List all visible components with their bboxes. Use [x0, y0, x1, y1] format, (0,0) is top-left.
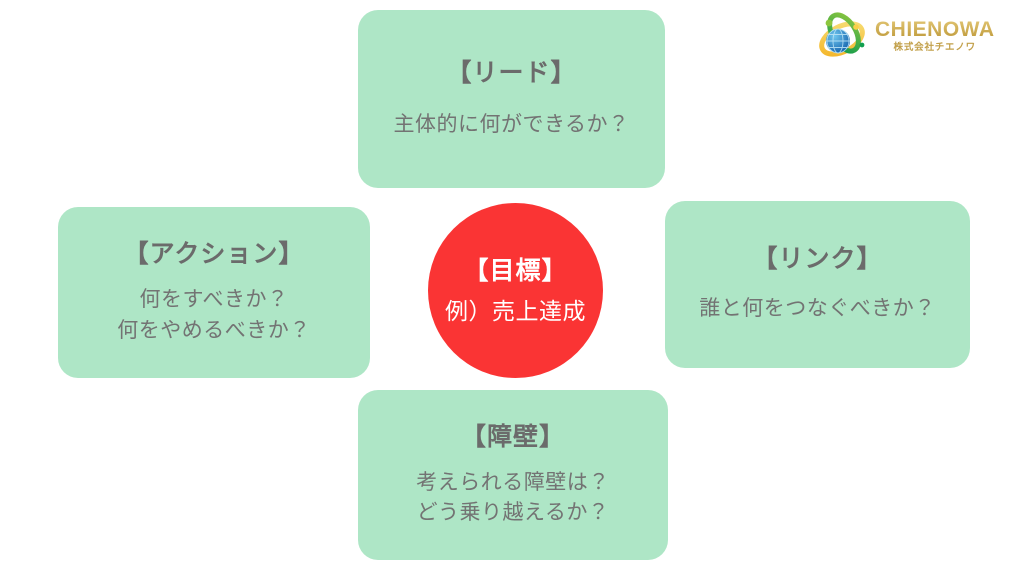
- logo-company-subtitle: 株式会社チエノワ: [893, 42, 976, 54]
- card-link-title: 【リンク】: [752, 245, 883, 274]
- card-lead: 【リード】 主体的に何ができるか？: [358, 10, 665, 188]
- card-action-line-1: 何をすべきか？: [139, 288, 289, 312]
- card-lead-body: 主体的に何ができるか？: [393, 110, 629, 140]
- card-lead-title: 【リード】: [446, 58, 577, 87]
- goal-circle: 【目標】 例）売上達成: [428, 203, 603, 378]
- card-link: 【リンク】 誰と何をつなぐべきか？: [665, 201, 970, 368]
- card-action: 【アクション】 何をすべきか？ 何をやめるべきか？: [58, 207, 370, 378]
- card-action-line-2: 何をやめるべきか？: [117, 318, 311, 342]
- card-lead-line-1: 主体的に何ができるか？: [393, 112, 630, 136]
- card-link-body: 誰と何をつなぐべきか？: [699, 294, 936, 324]
- goal-example: 例）売上達成: [445, 297, 586, 324]
- card-barrier-line-2: どう乗り越えるか？: [416, 501, 610, 524]
- company-logo: CHIENOWA 株式会社チエノワ: [815, 8, 1010, 64]
- card-link-line-1: 誰と何をつなぐべきか？: [699, 297, 936, 321]
- logo-wordmark: CHIENOWA 株式会社チエノワ: [875, 19, 995, 53]
- card-barrier: 【障壁】 考えられる障壁は？ どう乗り越えるか？: [358, 390, 668, 560]
- card-barrier-title: 【障壁】: [460, 422, 565, 451]
- goal-title: 【目標】: [463, 256, 568, 285]
- card-barrier-line-1: 考えられる障壁は？: [416, 470, 610, 494]
- card-action-title: 【アクション】: [123, 240, 305, 269]
- card-action-body: 何をすべきか？ 何をやめるべきか？: [117, 285, 311, 346]
- globe-orbit-icon: [815, 10, 873, 62]
- card-barrier-body: 考えられる障壁は？ どう乗り越えるか？: [416, 468, 610, 529]
- logo-company-name: CHIENOWA: [875, 18, 995, 42]
